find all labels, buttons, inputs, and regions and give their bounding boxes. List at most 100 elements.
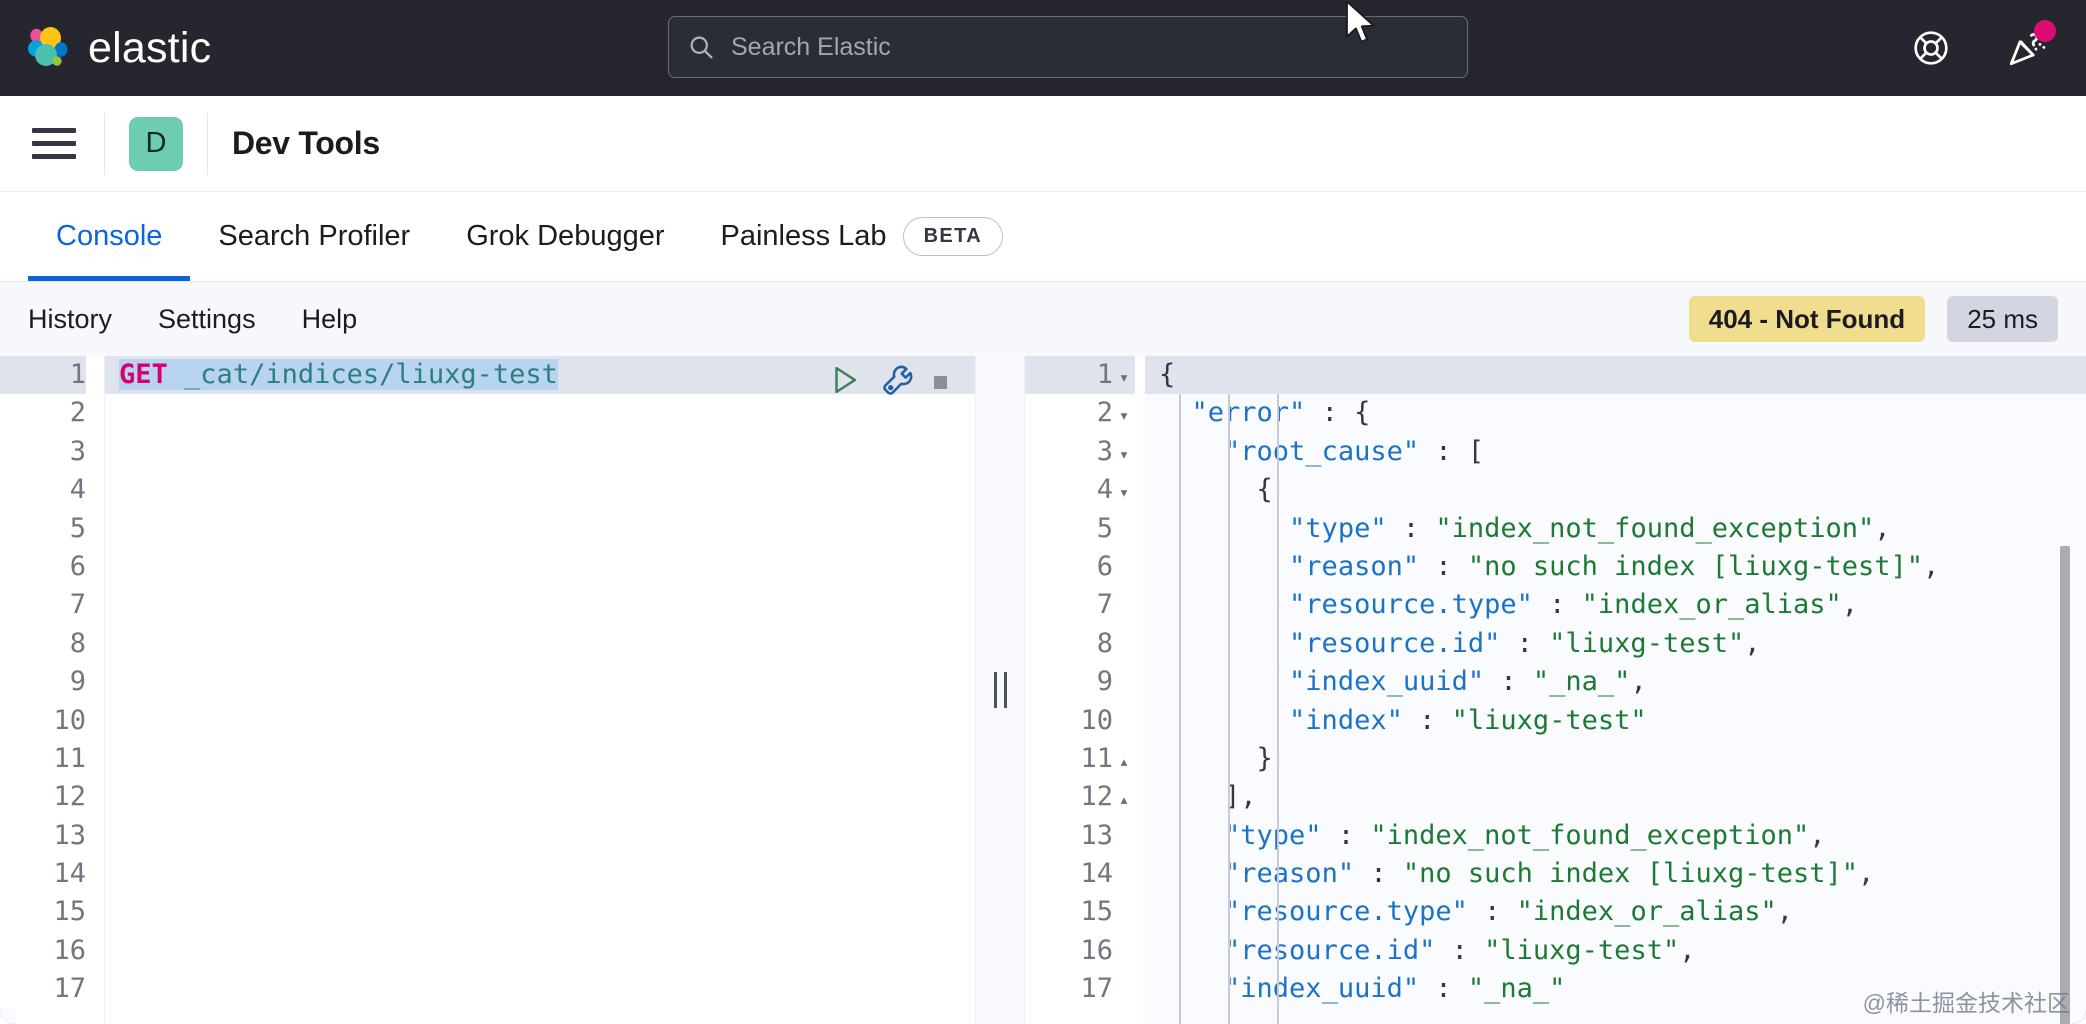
- code-line[interactable]: [105, 702, 975, 740]
- json-punct: ,: [1744, 627, 1761, 659]
- app-header: D Dev Tools: [0, 96, 2086, 192]
- play-triangle-icon[interactable]: [828, 363, 862, 402]
- request-path: _cat/indices/liuxg-test: [184, 359, 558, 390]
- json-value: "_na_": [1532, 666, 1631, 698]
- lifebuoy-help-icon[interactable]: [1908, 25, 1954, 71]
- chevron-down-icon[interactable]: ▾: [1118, 368, 1130, 388]
- code-line[interactable]: [105, 778, 975, 816]
- chevron-down-icon[interactable]: ▾: [1118, 483, 1130, 504]
- json-line[interactable]: "type" : "index_not_found_exception",: [1145, 817, 2086, 855]
- search-input[interactable]: Search Elastic: [668, 16, 1468, 78]
- code-line[interactable]: [105, 932, 975, 970]
- code-line[interactable]: [105, 663, 975, 701]
- json-punct: :: [1402, 704, 1452, 736]
- json-line[interactable]: "resource.type" : "index_or_alias",: [1145, 586, 2086, 624]
- line-number: 10: [1080, 704, 1113, 736]
- json-line[interactable]: "root_cause" : [: [1145, 433, 2086, 471]
- json-value: "index_not_found_exception": [1435, 512, 1875, 544]
- json-line[interactable]: "type" : "index_not_found_exception",: [1145, 510, 2086, 548]
- code-line[interactable]: [105, 625, 975, 663]
- code-line[interactable]: [105, 510, 975, 548]
- brand[interactable]: elastic: [0, 23, 211, 73]
- json-line[interactable]: "index" : "liuxg-test": [1145, 702, 2086, 740]
- code-line[interactable]: [105, 970, 975, 1008]
- json-line[interactable]: {: [1145, 471, 2086, 509]
- global-search[interactable]: Search Elastic: [668, 16, 1468, 78]
- tab-search-profiler[interactable]: Search Profiler: [190, 191, 438, 281]
- code-line[interactable]: [105, 855, 975, 893]
- elastic-logo-icon: [22, 23, 72, 73]
- wrench-icon[interactable]: [880, 362, 916, 403]
- tab-console[interactable]: Console: [28, 191, 191, 281]
- http-method: GET: [119, 359, 168, 390]
- json-line[interactable]: ],: [1145, 778, 2086, 816]
- code-line[interactable]: [105, 548, 975, 586]
- code-line[interactable]: [105, 586, 975, 624]
- line-number: 16: [1080, 934, 1113, 966]
- line-number: 3▾: [1025, 433, 1135, 471]
- indent: [1159, 666, 1289, 697]
- json-line[interactable]: "resource.type" : "index_or_alias",: [1145, 893, 2086, 931]
- tab-painless-lab[interactable]: Painless Lab BETA: [693, 191, 1032, 281]
- json-line[interactable]: {: [1145, 356, 2086, 395]
- json-key: "index": [1289, 704, 1403, 736]
- line-number: 4▾: [1025, 471, 1135, 509]
- settings-button[interactable]: Settings: [158, 303, 256, 334]
- json-punct: ,: [1841, 589, 1859, 621]
- status-badge: 404 - Not Found: [1688, 295, 1926, 343]
- response-scrollbar[interactable]: [2060, 546, 2070, 1024]
- line-number: 7: [1096, 589, 1113, 621]
- brand-name: elastic: [88, 23, 212, 72]
- help-button[interactable]: Help: [301, 303, 358, 334]
- json-punct: :: [1419, 973, 1468, 1005]
- json-punct: ,: [1630, 666, 1647, 698]
- indent: [1159, 436, 1224, 467]
- chevron-down-icon[interactable]: ▾: [1118, 444, 1130, 465]
- tab-label: Painless Lab: [720, 219, 887, 252]
- code-line[interactable]: [105, 740, 975, 778]
- response-code-lines[interactable]: { "error" : { "root_cause" : [ { "type" …: [1145, 356, 2086, 1024]
- json-line[interactable]: "resource.id" : "liuxg-test",: [1145, 932, 2086, 970]
- json-line[interactable]: "index_uuid" : "_na_",: [1145, 663, 2086, 701]
- json-punct: :: [1321, 819, 1371, 851]
- json-line[interactable]: "index_uuid" : "_na_": [1145, 970, 2086, 1008]
- json-line[interactable]: "reason" : "no such index [liuxg-test]",: [1145, 548, 2086, 586]
- json-line[interactable]: "reason" : "no such index [liuxg-test]",: [1145, 855, 2086, 893]
- line-number: 8: [69, 627, 86, 659]
- json-key: "type": [1289, 512, 1387, 544]
- code-line[interactable]: GET _cat/indices/liuxg-test: [105, 356, 975, 395]
- hamburger-menu-icon[interactable]: [28, 118, 80, 170]
- indent: [1159, 858, 1224, 889]
- json-value: "no such index [liuxg-test]": [1402, 858, 1859, 890]
- json-line[interactable]: }: [1145, 740, 2086, 778]
- code-line[interactable]: [105, 471, 975, 509]
- chevron-down-icon[interactable]: ▾: [1118, 406, 1130, 427]
- line-number: 1: [0, 356, 86, 395]
- global-nav-bar: elastic Search Elastic: [0, 0, 2086, 96]
- json-value: "liuxg-test": [1451, 704, 1647, 736]
- code-line[interactable]: [105, 433, 975, 471]
- pane-splitter[interactable]: [975, 356, 1025, 1024]
- line-number: 15: [53, 896, 86, 928]
- indent: [1159, 397, 1192, 428]
- line-number: 12▴: [1025, 778, 1135, 816]
- chevron-up-icon[interactable]: ▴: [1118, 751, 1130, 772]
- code-line[interactable]: [105, 893, 975, 931]
- indent: [1159, 513, 1289, 544]
- history-button[interactable]: History: [28, 303, 113, 334]
- party-popper-icon[interactable]: [2004, 20, 2056, 71]
- json-line[interactable]: "resource.id" : "liuxg-test",: [1145, 625, 2086, 663]
- square-menu-icon[interactable]: [934, 376, 947, 389]
- request-code-lines[interactable]: GET _cat/indices/liuxg-test: [105, 356, 975, 1024]
- json-punct: :: [1484, 666, 1533, 698]
- response-time-badge: 25 ms: [1947, 295, 2058, 343]
- space-badge[interactable]: D: [129, 116, 183, 171]
- code-line[interactable]: [105, 817, 975, 855]
- chevron-up-icon[interactable]: ▴: [1118, 790, 1130, 811]
- json-line[interactable]: "error" : {: [1145, 394, 2086, 432]
- tab-grok-debugger[interactable]: Grok Debugger: [438, 191, 692, 281]
